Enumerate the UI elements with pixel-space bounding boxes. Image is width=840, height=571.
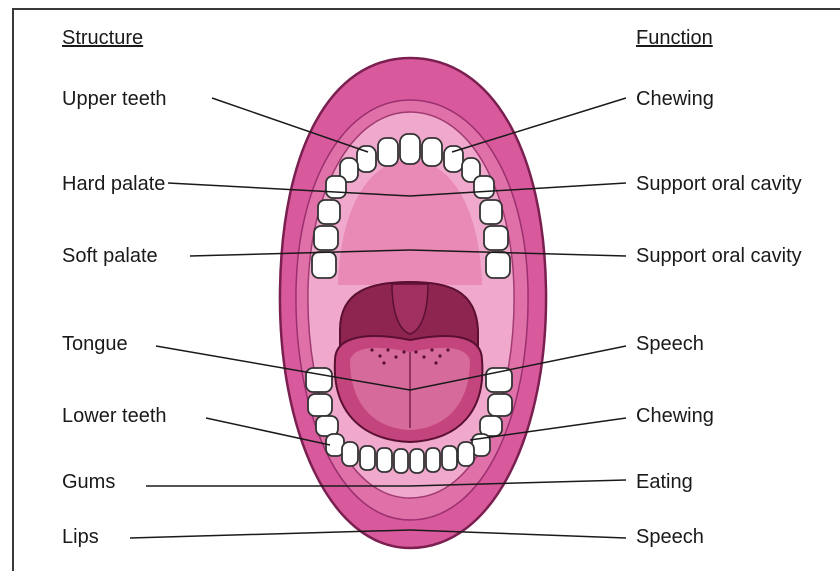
- label-tongue: Tongue: [62, 332, 128, 356]
- function-gums: Eating: [636, 470, 693, 494]
- label-lips: Lips: [62, 525, 99, 549]
- label-soft-palate: Soft palate: [62, 244, 158, 268]
- label-hard-palate: Hard palate: [62, 172, 165, 196]
- function-upper-teeth: Chewing: [636, 87, 714, 111]
- function-header: Function: [636, 26, 713, 50]
- function-hard-palate: Support oral cavity: [636, 172, 802, 196]
- label-upper-teeth: Upper teeth: [62, 87, 167, 111]
- function-tongue: Speech: [636, 332, 704, 356]
- label-gums: Gums: [62, 470, 115, 494]
- function-lips: Speech: [636, 525, 704, 549]
- structure-header: Structure: [62, 26, 143, 50]
- function-lower-teeth: Chewing: [636, 404, 714, 428]
- label-lower-teeth: Lower teeth: [62, 404, 167, 428]
- function-soft-palate: Support oral cavity: [636, 244, 802, 268]
